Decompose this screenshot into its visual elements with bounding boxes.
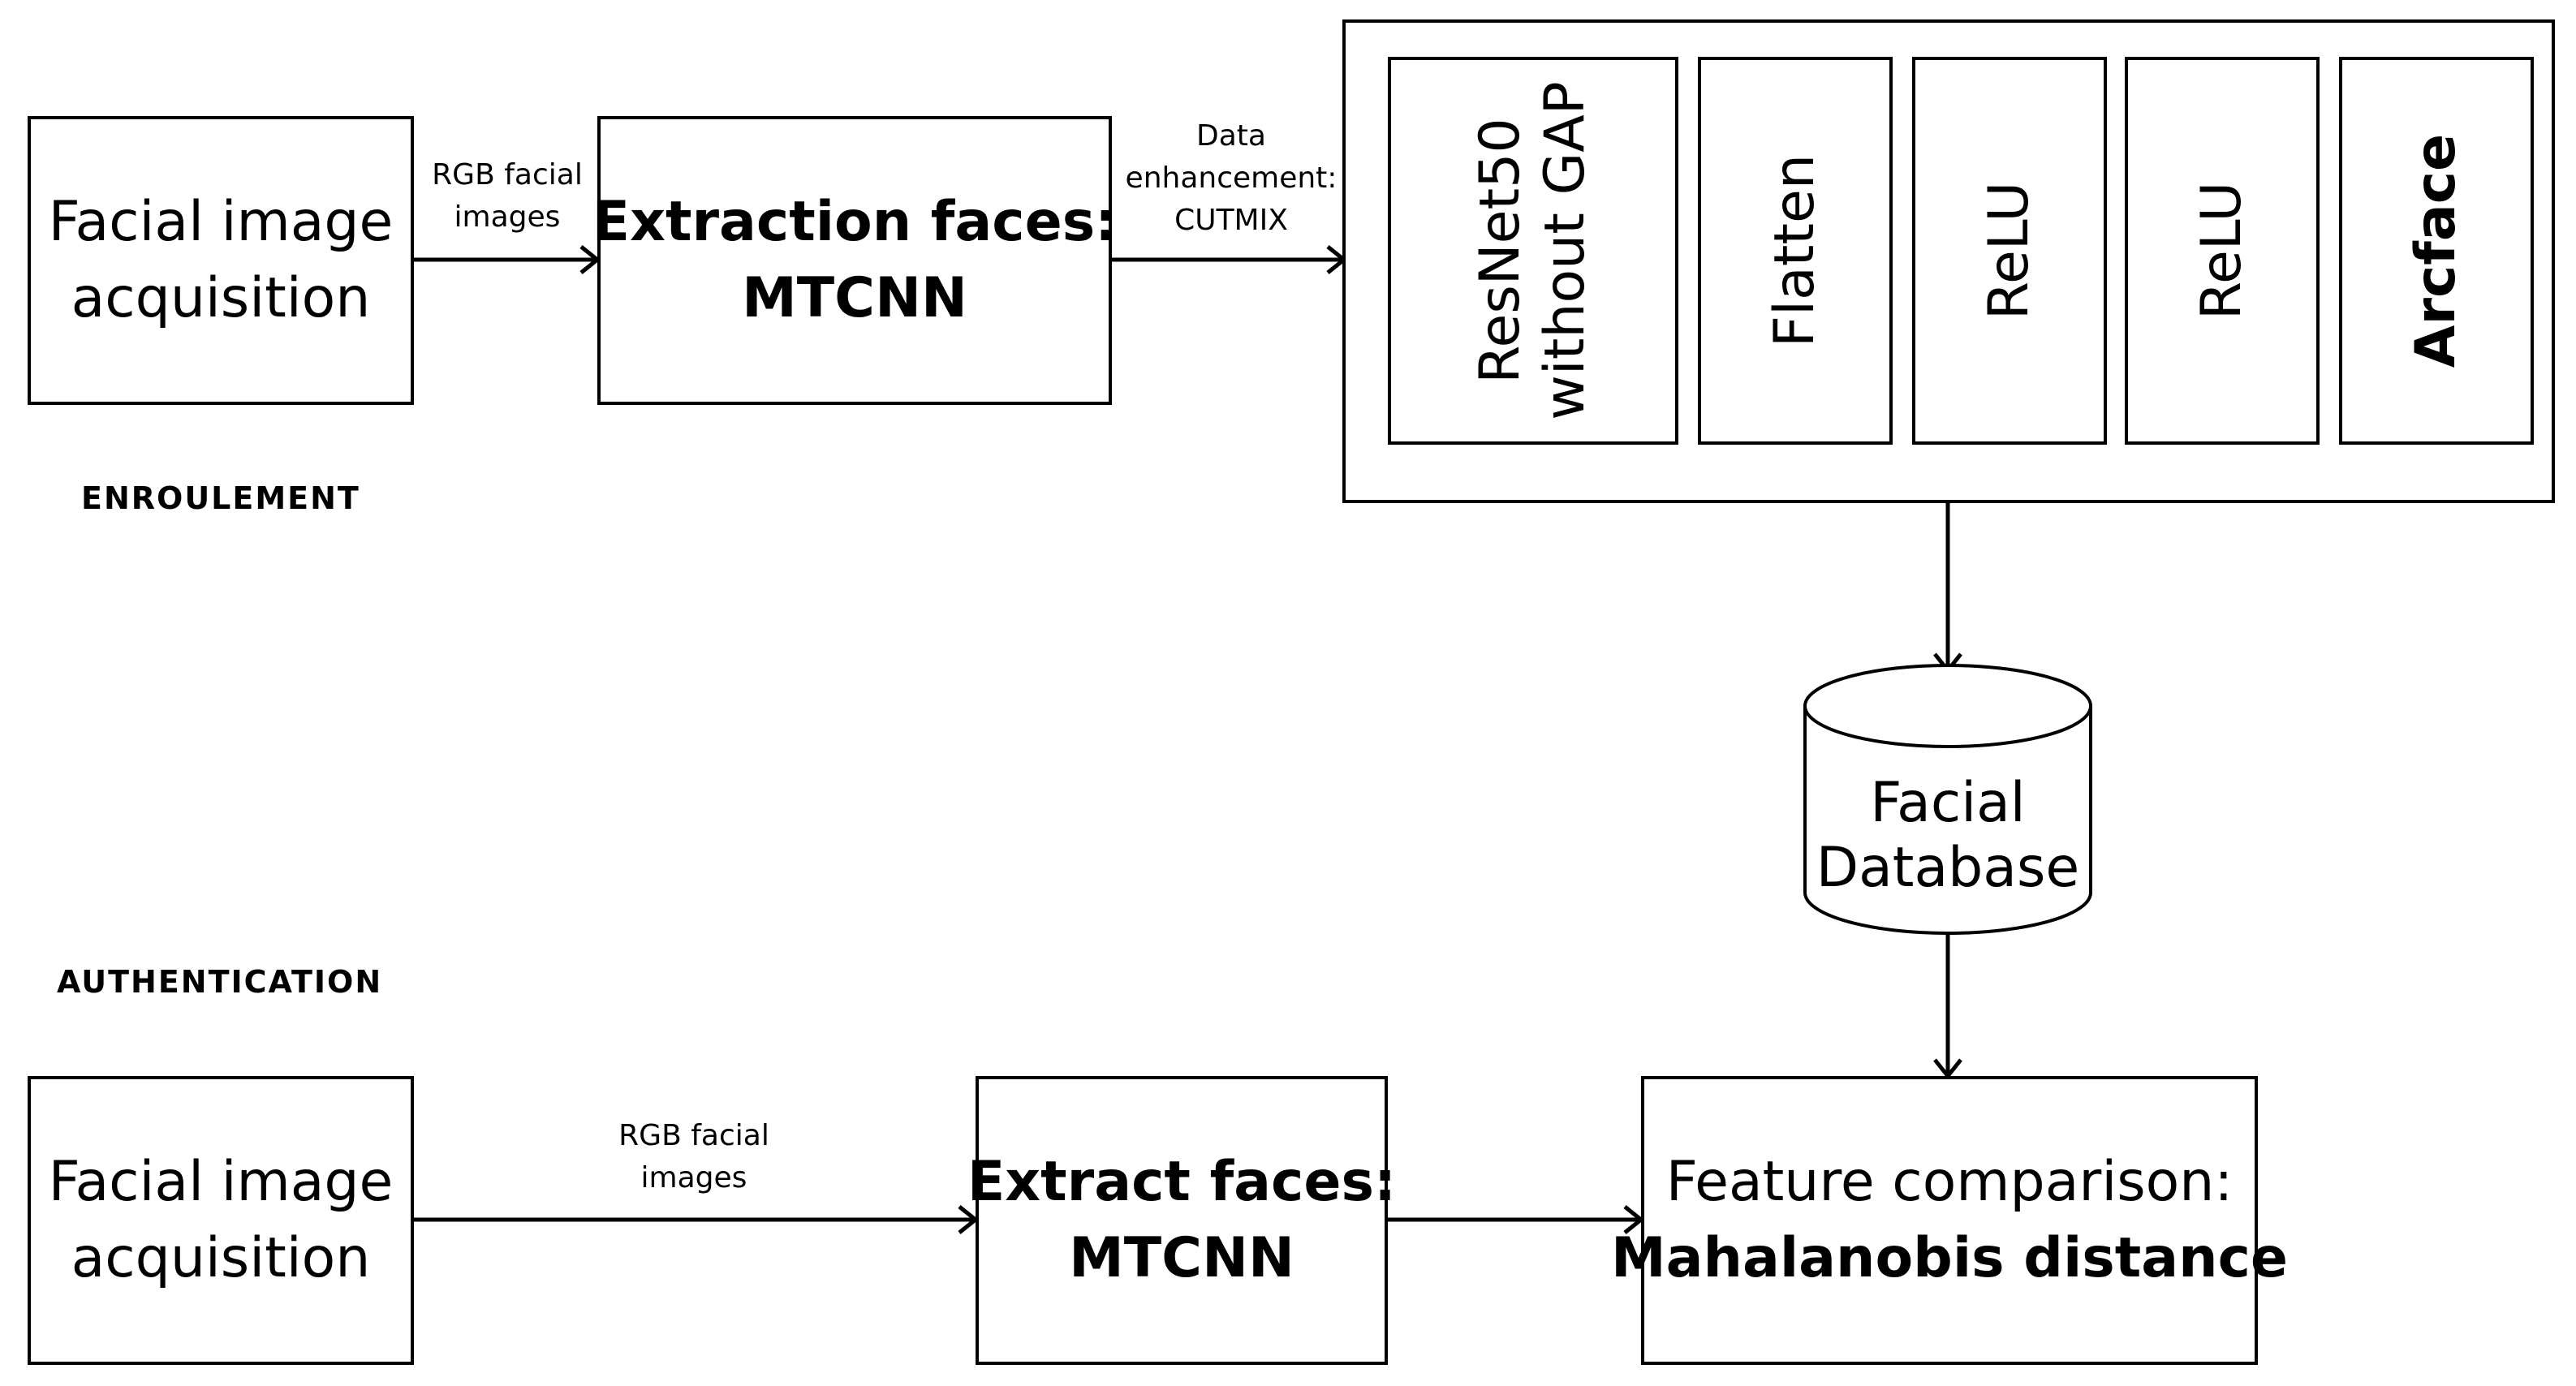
enrolment-acquisition-line1: Facial image: [48, 190, 394, 254]
database-cylinder: [1803, 664, 2092, 935]
layer-arcface-label: Arcface: [2404, 133, 2468, 368]
layer-relu-1-label: ReLU: [1977, 181, 2041, 321]
layer-flatten: Flatten: [1698, 57, 1893, 445]
auth-acquisition-line2: acquisition: [71, 1226, 371, 1290]
enrolment-arrow1-label-line1: RGB facial: [432, 158, 583, 192]
layer-resnet50: ResNet50 without GAP: [1388, 57, 1678, 445]
layer-arcface: Arcface: [2339, 57, 2534, 445]
enrolment-acquisition-box: Facial image acquisition: [28, 116, 414, 405]
auth-extraction-line2: MTCNN: [1069, 1226, 1294, 1290]
authentication-section-label: AUTHENTICATION: [57, 964, 383, 1000]
enrolment-arrow2-label-line3: CUTMIX: [1174, 204, 1288, 237]
enrolment-extraction-line2: MTCNN: [742, 266, 967, 330]
enrolment-arrow2-label-line1: Data: [1196, 119, 1266, 153]
enrolment-arrow2-label: Data enhancement: CUTMIX: [1114, 115, 1349, 242]
feature-comparison-line1: Feature comparison:: [1665, 1150, 2234, 1214]
layer-flatten-label: Flatten: [1763, 154, 1827, 347]
auth-arrow-label-line1: RGB facial: [618, 1119, 769, 1152]
enrolment-arrow1-label: RGB facial images: [422, 154, 592, 239]
enrolment-arrow2-label-line2: enhancement:: [1125, 161, 1338, 195]
auth-extraction-line1: Extract faces:: [967, 1150, 1397, 1214]
feature-comparison-box: Feature comparison: Mahalanobis distance: [1611, 1076, 2288, 1365]
feature-comparison-line2: Mahalanobis distance: [1611, 1226, 2288, 1290]
layer-resnet50-line1: ResNet50: [1468, 118, 1532, 384]
layer-relu-2: ReLU: [2125, 57, 2320, 445]
enrolment-extraction-line1: Extraction faces:: [592, 190, 1118, 254]
database-label-line2: Database: [1816, 836, 2080, 900]
auth-acquisition-box: Facial image acquisition: [28, 1076, 414, 1365]
auth-arrow-label: RGB facial images: [584, 1115, 803, 1199]
enrolment-extraction-box: Extraction faces: MTCNN: [592, 116, 1117, 405]
database-label: Facial Database: [1802, 771, 2094, 901]
auth-acquisition-line1: Facial image: [48, 1150, 394, 1214]
layer-relu-2-label: ReLU: [2190, 181, 2254, 321]
enrolment-acquisition-line2: acquisition: [71, 266, 371, 330]
enrolment-arrow1-label-line2: images: [454, 200, 561, 234]
enrolment-section-label: ENROULEMENT: [81, 480, 360, 516]
auth-extraction-box: Extract faces: MTCNN: [967, 1076, 1396, 1365]
auth-arrow-label-line2: images: [640, 1161, 747, 1194]
layer-resnet50-line2: without GAP: [1533, 81, 1597, 420]
layer-relu-1: ReLU: [1912, 57, 2107, 445]
database-label-line1: Facial: [1870, 771, 2026, 835]
